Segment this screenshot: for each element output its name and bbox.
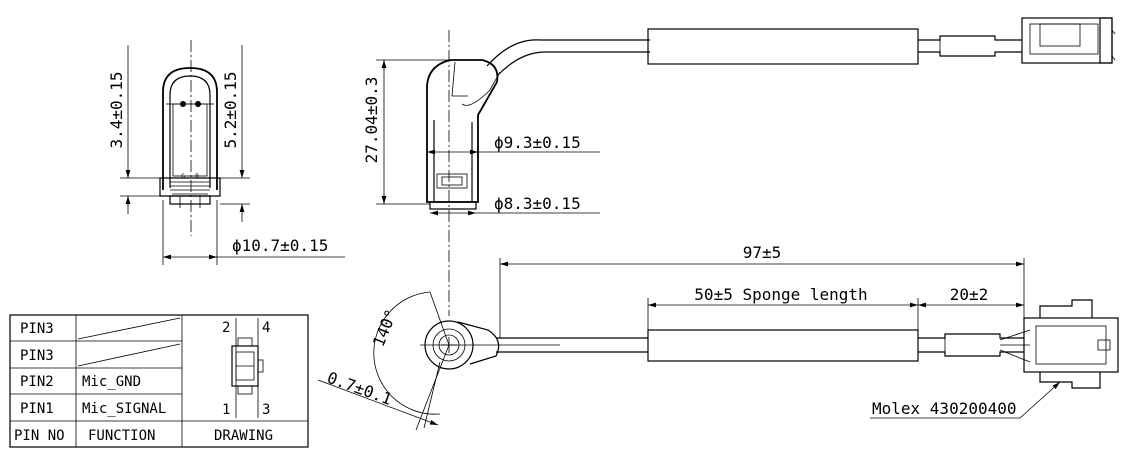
pin-row-1-pin: PIN3 xyxy=(20,321,54,337)
dim-27-04: 27.04±0.3 xyxy=(362,77,381,164)
dim-20: 20±2 xyxy=(950,285,989,304)
connector-top xyxy=(1021,17,1116,64)
front-view: G R 3.4±0.15 5.2±0.15 ϕ10.7±0.15 xyxy=(107,40,345,265)
dim-5-2: 5.2±0.15 xyxy=(221,71,240,148)
connector-label: Molex 430200400 xyxy=(872,399,1017,418)
dim-9-3: ϕ9.3±0.15 xyxy=(494,133,581,152)
pin-row-4-function: Mic_SIGNAL xyxy=(82,401,166,417)
dim-0-7: 0.7±0.1 xyxy=(325,368,395,409)
sponge-sleeve-bottom xyxy=(647,329,919,362)
pin-row-3-function: Mic_GND xyxy=(82,374,141,390)
pin-row-2-pin: PIN3 xyxy=(20,348,54,364)
pin-table: PIN3 PIN3 PIN2 Mic_GND PIN1 Mic_SIGNAL P… xyxy=(9,314,309,448)
bottom-view: 140° 0.7±0.1 97±5 xyxy=(317,243,1119,431)
header-drawing: DRAWING xyxy=(214,428,273,444)
header-function: FUNCTION xyxy=(88,428,155,444)
pin-number-2: 2 xyxy=(222,320,230,336)
pin-row-3-pin: PIN2 xyxy=(20,374,54,390)
mic-capsule-outline xyxy=(162,67,218,190)
side-view: 27.04±0.3 ϕ9.3±0.15 ϕ8.3±0.15 xyxy=(362,17,1116,316)
mic-pad-label-g: G xyxy=(181,173,185,180)
pin-number-4: 4 xyxy=(262,320,270,336)
pin-connector-drawing xyxy=(231,318,264,418)
dim-140: 140° xyxy=(369,307,401,350)
dim-50: 50±5 Sponge length xyxy=(694,285,867,304)
dim-3-4: 3.4±0.15 xyxy=(107,71,126,148)
dim-10-7: ϕ10.7±0.15 xyxy=(232,236,328,255)
dim-97: 97±5 xyxy=(743,243,782,262)
dim-8-3: ϕ8.3±0.15 xyxy=(494,194,581,213)
pin-row-4-pin: PIN1 xyxy=(20,401,54,417)
pin-number-1: 1 xyxy=(222,402,230,418)
cable-bend xyxy=(486,39,650,67)
pin-number-3: 3 xyxy=(262,402,270,418)
mic-pad-label-r: R xyxy=(195,173,199,180)
mic-housing-side xyxy=(426,59,499,203)
header-pin-no: PIN NO xyxy=(14,428,65,444)
sponge-sleeve-top xyxy=(647,28,919,65)
connector-bottom xyxy=(1023,299,1119,389)
